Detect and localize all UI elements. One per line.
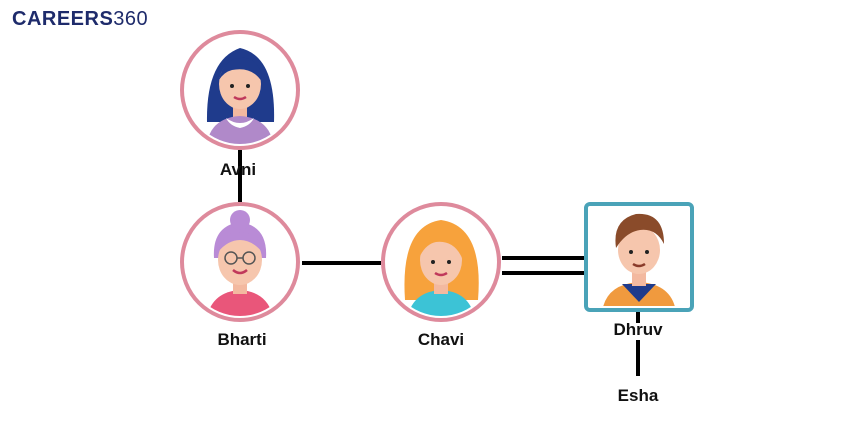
logo-brand: CAREERS bbox=[12, 8, 114, 30]
label-avni: Avni bbox=[220, 160, 256, 179]
avatar-avni bbox=[180, 30, 300, 150]
girl-blue-hair-icon bbox=[206, 48, 275, 144]
careers360-logo: CAREERS360 bbox=[12, 8, 148, 31]
avatar-bharti bbox=[180, 202, 300, 322]
man-brown-hair-icon bbox=[603, 213, 675, 306]
label-esha: Esha bbox=[618, 386, 659, 405]
avatar-dhruv bbox=[584, 202, 694, 312]
connectors bbox=[238, 150, 640, 376]
logo-number: 360 bbox=[113, 8, 149, 30]
avatar-chavi bbox=[381, 202, 501, 322]
label-bharti: Bharti bbox=[217, 330, 266, 349]
label-chavi: Chavi bbox=[418, 330, 464, 349]
label-dhruv: Dhruv bbox=[613, 320, 663, 339]
